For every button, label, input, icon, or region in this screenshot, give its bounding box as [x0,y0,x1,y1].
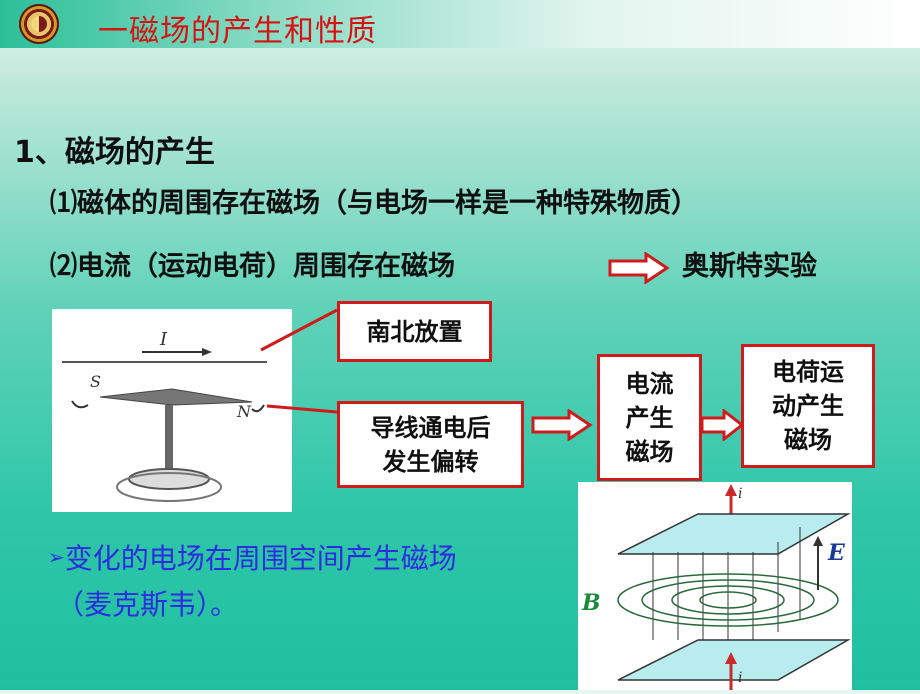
deflect-line-2: 发生偏转 [382,447,479,476]
arrow-right-icon [608,252,670,284]
connector-to-placement [260,308,338,352]
current-top-label: i [738,486,742,502]
bullet-marker-icon: ➢ [48,545,65,569]
arrow-right-icon [700,409,745,441]
maxwell-bullet: ➢变化的电场在周围空间产生磁场 [48,537,457,577]
capacitor-field-figure: i E B i [578,482,852,690]
current-field-box: 电流 产生 磁场 [597,354,702,481]
connector-lines [260,308,338,414]
university-logo-icon [19,4,59,44]
current-field-line-3: 磁场 [625,437,674,466]
current-bottom-label: i [738,670,742,686]
charge-field-line-3: 磁场 [784,426,832,454]
e-field-label: E [827,540,846,566]
bullet-line-1: 变化的电场在周围空间产生磁场 [64,542,457,575]
maxwell-bullet-line-2: （麦克斯韦）。 [56,588,239,621]
page-title: 一磁场的产生和性质 [98,14,377,49]
placement-label: 南北放置 [366,317,463,346]
header-bar [0,0,920,48]
experiment-label: 奥斯特实验 [682,251,817,282]
current-field-line-1: 电流 [625,369,674,398]
charge-field-box: 电荷运 动产生 磁场 [741,344,875,468]
placement-box: 南北放置 [337,301,492,362]
south-label: S [90,372,101,391]
oersted-experiment-figure: I S N [52,309,292,512]
current-label: I [159,329,168,350]
compass-needle-image: I S N [62,329,267,502]
charge-field-line-2: 动产生 [772,392,844,420]
current-field-line-2: 产生 [625,403,674,432]
deflect-box: 导线通电后 发生偏转 [337,401,524,488]
b-field-label: B [581,590,601,616]
charge-field-line-1: 电荷运 [772,358,844,386]
connector-to-deflect [266,404,338,414]
point-1: ⑴磁体的周围存在磁场（与电场一样是一种特殊物质） [50,188,698,219]
point-2: ⑵电流（运动电荷）周围存在磁场 [50,251,455,282]
north-label: N [236,402,252,421]
section-heading: 1、磁场的产生 [14,135,215,170]
deflect-line-1: 导线通电后 [370,413,491,442]
arrow-right-icon [531,409,593,441]
